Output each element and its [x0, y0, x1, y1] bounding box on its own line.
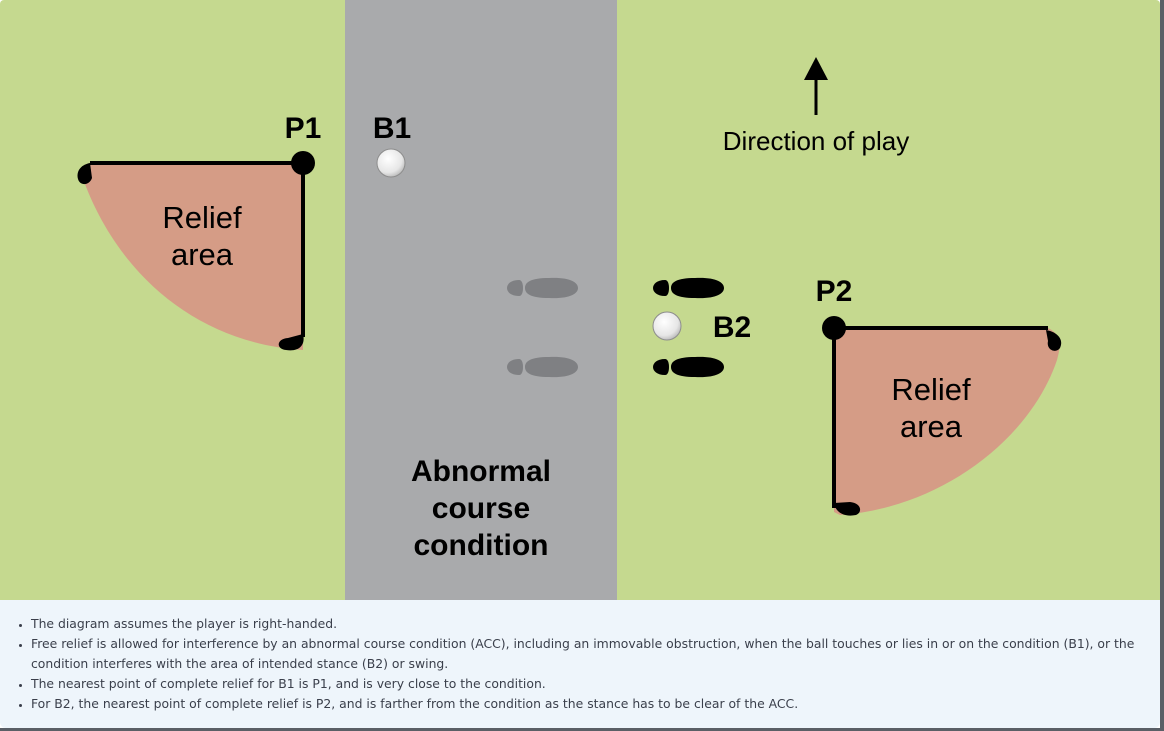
window-edge-right	[1160, 0, 1164, 731]
up-arrow-icon	[804, 57, 828, 115]
diagram-notes: The diagram assumes the player is right-…	[0, 600, 1160, 728]
acc-strip	[345, 0, 617, 600]
b2-label: B2	[713, 311, 751, 344]
relief-area-right	[832, 326, 1062, 516]
relief-right-line2: area	[900, 409, 963, 444]
note-item: Free relief is allowed for interference …	[31, 634, 1140, 674]
window-edge-bottom	[0, 728, 1164, 731]
acc-label-line1: Abnormal	[411, 455, 551, 488]
direction-of-play-label: Direction of play	[723, 126, 909, 156]
footprint-gray-icon	[507, 356, 578, 378]
b1-label: B1	[373, 112, 411, 145]
relief-left-line1: Relief	[162, 200, 242, 235]
acc-label-line2: course	[432, 492, 530, 525]
relief-right-line1: Relief	[891, 372, 971, 407]
notes-list: The diagram assumes the player is right-…	[14, 614, 1140, 714]
note-item: The nearest point of complete relief for…	[31, 674, 1140, 694]
note-item: For B2, the nearest point of complete re…	[31, 694, 1140, 714]
b1-ball-icon	[376, 148, 406, 178]
relief-diagram: P1 B1 Relief area B2 Abnormal course con…	[0, 0, 1160, 600]
p1-label: P1	[285, 112, 322, 145]
acc-label-line3: condition	[414, 529, 549, 562]
p2-point	[822, 316, 846, 340]
footprint-gray-icon	[507, 277, 578, 299]
p2-label: P2	[816, 275, 853, 308]
footprint-black-icon	[653, 277, 724, 299]
footprint-black-icon	[653, 356, 724, 378]
p1-point	[291, 151, 315, 175]
relief-left-line2: area	[171, 237, 234, 272]
b2-ball-icon	[652, 311, 682, 341]
note-item: The diagram assumes the player is right-…	[31, 614, 1140, 634]
